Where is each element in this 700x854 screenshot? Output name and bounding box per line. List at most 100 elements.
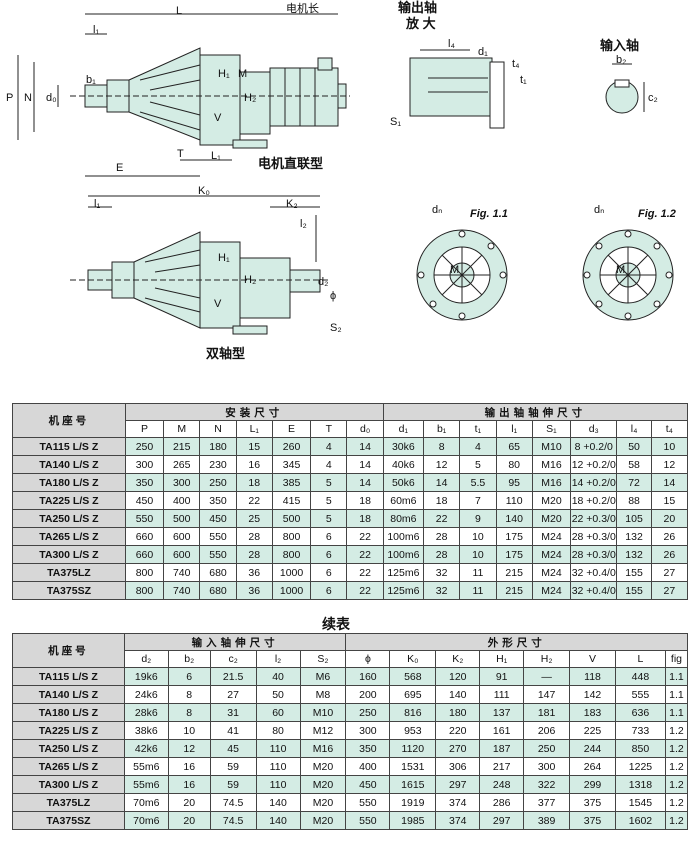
table-cell: 32 bbox=[423, 563, 461, 582]
table-cell: 180 bbox=[435, 703, 481, 722]
table-cell: M20 bbox=[299, 775, 347, 794]
table-cell: 740 bbox=[163, 581, 201, 600]
table-cell: 555 bbox=[614, 685, 666, 704]
table-cell: 250 bbox=[345, 703, 391, 722]
table-cell: 28k6 bbox=[123, 703, 169, 722]
table1-model-header: 机座号 bbox=[12, 403, 126, 438]
table1-column-header: d₀ bbox=[346, 420, 384, 438]
table1-column-header: d₁ bbox=[382, 420, 425, 438]
table-cell: 15 bbox=[650, 491, 689, 510]
table-cell: 70m6 bbox=[123, 793, 169, 812]
table-cell: 244 bbox=[569, 739, 616, 758]
table-cell: 415 bbox=[271, 491, 312, 510]
table-cell: 5 bbox=[310, 491, 348, 510]
table-cell: 155 bbox=[616, 563, 652, 582]
table-cell: 14 bbox=[346, 455, 384, 474]
fig-1-1-title: Fig. 1.1 bbox=[470, 208, 508, 220]
table1-column-header: d₃ bbox=[570, 420, 618, 438]
table-cell: 160 bbox=[345, 667, 391, 686]
dim-phi: ϕ bbox=[330, 290, 337, 302]
table-cell: 300 bbox=[124, 455, 165, 474]
table-cell: 12 bbox=[423, 455, 461, 474]
table-cell: 1985 bbox=[389, 811, 437, 830]
dim-dn-fig11: dₙ bbox=[432, 204, 443, 216]
fig-1-1-M: M bbox=[450, 264, 460, 276]
table-cell: 500 bbox=[163, 509, 201, 528]
dim-d1: d₁ bbox=[478, 46, 488, 58]
table-cell: 26 bbox=[650, 545, 689, 564]
table-cell: 550 bbox=[124, 509, 165, 528]
table-cell: 55m6 bbox=[123, 757, 169, 776]
table-cell: 18 +0.2/0 bbox=[570, 491, 618, 510]
table-cell: 206 bbox=[523, 721, 571, 740]
table1-column-header: l₁ bbox=[495, 420, 533, 438]
reducer-cone-top bbox=[128, 47, 201, 141]
table-cell: 297 bbox=[435, 775, 481, 794]
table-cell: 1.1 bbox=[664, 703, 689, 722]
table-cell: 181 bbox=[523, 703, 571, 722]
table2-column-header: V bbox=[569, 650, 616, 668]
model-cell: TA225 L/S Z bbox=[12, 491, 126, 510]
table-cell: 140 bbox=[255, 793, 301, 812]
table-cell: 270 bbox=[435, 739, 481, 758]
table-cell: 72 bbox=[616, 473, 652, 492]
table2-column-header: c₂ bbox=[209, 650, 257, 668]
drawing-area: L 电机长 l₁ P N d₀ b₁ E T L₁ H₁ H₂ V M 电机直联… bbox=[0, 0, 700, 395]
table2-column-header: L bbox=[614, 650, 666, 668]
table-cell: 850 bbox=[614, 739, 666, 758]
table-cell: 1.2 bbox=[664, 775, 689, 794]
table-cell: 680 bbox=[199, 581, 237, 600]
table-cell: 32 +0.4/0 bbox=[570, 563, 618, 582]
table-cell: 132 bbox=[616, 527, 652, 546]
table-cell: 448 bbox=[614, 667, 666, 686]
dim-d0: d₀ bbox=[46, 92, 57, 104]
table-cell: 125m6 bbox=[382, 581, 425, 600]
dim-L: L bbox=[176, 5, 183, 17]
table-cell: 660 bbox=[124, 527, 165, 546]
table-cell: 5 bbox=[459, 455, 497, 474]
table-cell: 740 bbox=[163, 563, 201, 582]
table-cell: 22 bbox=[346, 545, 384, 564]
table-cell: 600 bbox=[163, 545, 201, 564]
table-cell: 286 bbox=[479, 793, 525, 812]
dim-H2-top: H₂ bbox=[244, 92, 257, 104]
table-cell: 1602 bbox=[614, 811, 666, 830]
table-cell: 550 bbox=[199, 545, 237, 564]
output-shaft-enlarged bbox=[409, 57, 493, 117]
model-cell: TA375LZ bbox=[12, 793, 125, 812]
model-cell: TA115 L/S Z bbox=[12, 437, 126, 456]
table-cell: 660 bbox=[124, 545, 165, 564]
table-cell: 550 bbox=[345, 811, 391, 830]
table-cell: 22 bbox=[423, 509, 461, 528]
model-cell: TA250 L/S Z bbox=[12, 739, 125, 758]
table-cell: 248 bbox=[479, 775, 525, 794]
table-cell: 32 +0.4/0 bbox=[570, 581, 618, 600]
table-cell: 50 bbox=[255, 685, 301, 704]
table-cell: 14 bbox=[423, 473, 461, 492]
table-cell: 800 bbox=[271, 545, 312, 564]
table2-group-input-shaft: 输入轴伸尺寸 bbox=[123, 633, 347, 651]
table-cell: 74.5 bbox=[209, 811, 257, 830]
table1-column-header: S₁ bbox=[531, 420, 572, 438]
table-cell: 14 +0.2/0 bbox=[570, 473, 618, 492]
dim-K2: K₂ bbox=[286, 198, 298, 210]
table-cell: 260 bbox=[271, 437, 312, 456]
table-cell: 1.2 bbox=[664, 811, 689, 830]
table-cell: 30k6 bbox=[382, 437, 425, 456]
table1-column-header: P bbox=[124, 420, 165, 438]
dim-b2: b₂ bbox=[616, 54, 627, 66]
table-cell: 217 bbox=[479, 757, 525, 776]
reducer-body-bottom bbox=[199, 241, 241, 329]
dim-H2-bottom: H₂ bbox=[244, 274, 257, 286]
table-cell: 10 bbox=[167, 721, 211, 740]
table-cell: 306 bbox=[435, 757, 481, 776]
dim-motor-length: 电机长 bbox=[286, 3, 319, 15]
table-cell: 200 bbox=[345, 685, 391, 704]
table2-column-header: S₂ bbox=[299, 650, 347, 668]
table-cell: 264 bbox=[569, 757, 616, 776]
table-cell: 132 bbox=[616, 545, 652, 564]
